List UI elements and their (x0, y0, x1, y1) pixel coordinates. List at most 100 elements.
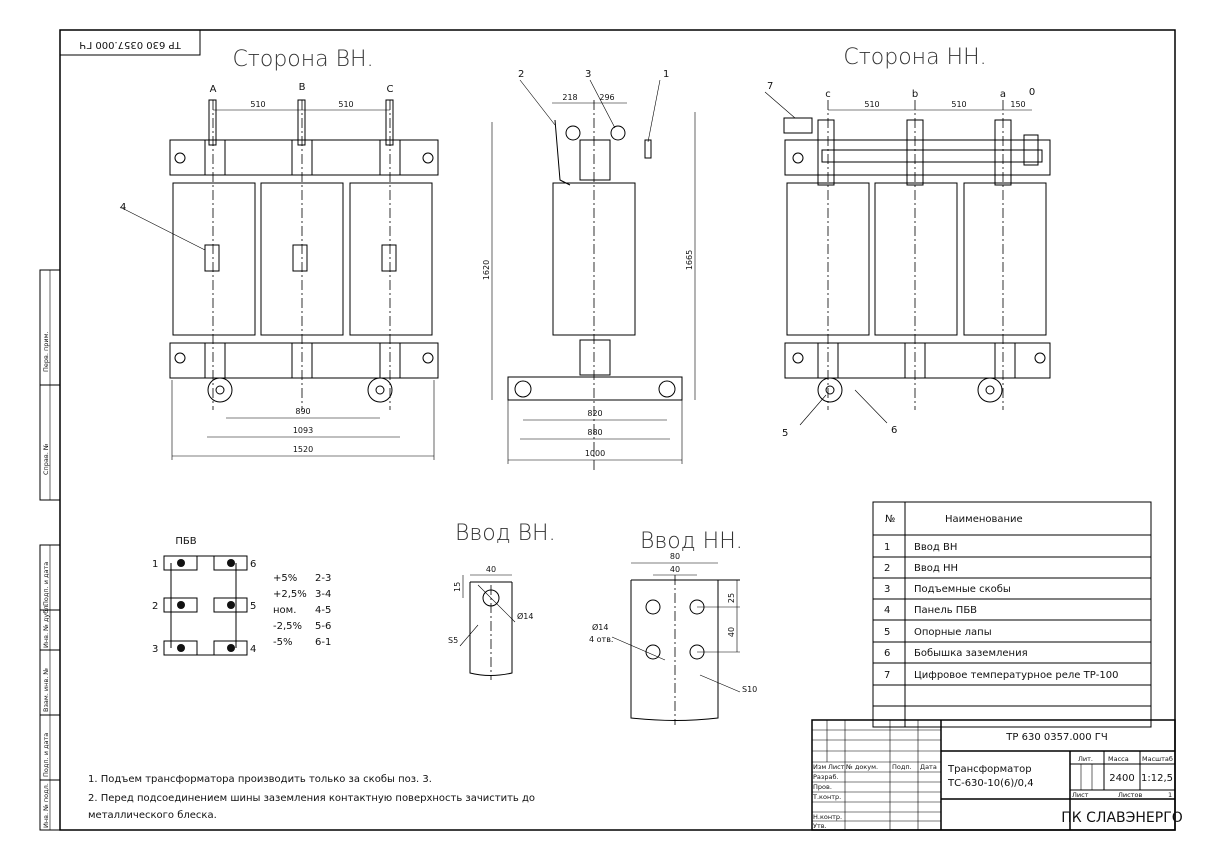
svg-text:1520: 1520 (293, 445, 313, 454)
svg-text:1. Подъем трансформатора произ: 1. Подъем трансформатора производить тол… (88, 774, 432, 785)
svg-text:Цифровое температурное реле ТР: Цифровое температурное реле ТР-100 (914, 670, 1118, 681)
lv-input-detail: Ввод НН. 80 40 25 40 Ø14 4 отв. S10 (589, 529, 757, 725)
strip-label: Инв. № подл. (42, 783, 50, 828)
svg-text:Подъемные скобы: Подъемные скобы (914, 584, 1011, 595)
svg-text:Масса: Масса (1108, 755, 1129, 763)
svg-text:Изм: Изм (813, 763, 826, 771)
svg-text:4-5: 4-5 (315, 605, 331, 616)
svg-text:296: 296 (599, 93, 614, 102)
svg-text:0: 0 (1029, 87, 1035, 98)
svg-text:металлического блеска.: металлического блеска. (88, 810, 217, 821)
svg-text:3-4: 3-4 (315, 589, 331, 600)
callout-3: 3 (585, 69, 591, 80)
svg-text:Лист: Лист (828, 763, 845, 771)
svg-text:1: 1 (152, 559, 158, 570)
company-name: ПК СЛАВЭНЕРГО (1061, 810, 1183, 826)
strip-label: Инв. № дубл. (42, 604, 50, 648)
svg-text:-2,5%: -2,5% (273, 621, 302, 632)
title-block: Изм Лист № докум. Подп. Дата Разраб. Про… (811, 719, 1183, 831)
svg-text:2: 2 (152, 601, 158, 612)
svg-text:Листов: Листов (1118, 791, 1142, 799)
svg-text:820: 820 (587, 409, 602, 418)
svg-text:Ø14: Ø14 (592, 622, 608, 632)
svg-text:A: A (210, 84, 217, 95)
svg-text:+5%: +5% (273, 573, 297, 584)
svg-text:ТР 630 0357.000 ГЧ: ТР 630 0357.000 ГЧ (79, 39, 181, 50)
svg-text:ТС-630-10(6)/0,4: ТС-630-10(6)/0,4 (947, 778, 1034, 789)
strip-label: Справ. № (42, 443, 50, 475)
svg-text:7: 7 (884, 670, 890, 681)
svg-text:510: 510 (864, 100, 879, 109)
svg-text:6: 6 (250, 559, 256, 570)
svg-text:890: 890 (295, 407, 310, 416)
svg-text:80: 80 (670, 552, 680, 561)
svg-text:Трансформатор: Трансформатор (947, 764, 1032, 775)
svg-text:1620: 1620 (482, 260, 491, 280)
svg-text:2400: 2400 (1109, 773, 1134, 784)
svg-text:-5%: -5% (273, 637, 292, 648)
svg-text:1:12,5: 1:12,5 (1141, 773, 1173, 784)
side-view: 218 296 1620 1665 820 880 1000 2 3 1 (482, 69, 696, 470)
svg-text:c: c (825, 89, 831, 100)
svg-text:1665: 1665 (685, 250, 694, 270)
svg-text:4: 4 (884, 605, 890, 616)
svg-text:Панель ПБВ: Панель ПБВ (914, 605, 977, 616)
svg-text:Опорные лапы: Опорные лапы (914, 627, 992, 638)
svg-text:Масштаб: Масштаб (1142, 755, 1173, 763)
svg-text:Н.контр.: Н.контр. (813, 813, 842, 821)
callout-4: 4 (120, 202, 126, 213)
strip-label: Подп. и дата (42, 733, 50, 777)
svg-text:b: b (912, 89, 918, 100)
svg-text:Дата: Дата (920, 763, 937, 771)
document-number: ТР 630 0357.000 ГЧ (1005, 732, 1107, 743)
svg-text:Лист: Лист (1072, 791, 1089, 799)
strip-label: Подп. и дата (42, 562, 50, 606)
svg-text:2: 2 (884, 563, 890, 574)
svg-text:2. Перед подсоединением шины з: 2. Перед подсоединением шины заземления … (88, 793, 535, 804)
svg-text:5: 5 (250, 601, 256, 612)
callout-6: 6 (891, 425, 897, 436)
svg-text:Бобышка заземления: Бобышка заземления (914, 648, 1028, 659)
svg-text:S5: S5 (448, 636, 458, 645)
callout-1: 1 (663, 69, 669, 80)
view-title: Сторона ВН. (232, 47, 373, 72)
svg-text:510: 510 (250, 100, 265, 109)
svg-text:5: 5 (884, 627, 890, 638)
view-title: Сторона НН. (843, 45, 986, 70)
strip-label: Взам. инв. № (42, 668, 50, 712)
hv-side-view: Сторона ВН. A B C 510 510 4 890 1093 (119, 47, 439, 460)
svg-text:Разраб.: Разраб. (813, 773, 839, 781)
svg-text:150: 150 (1010, 100, 1025, 109)
svg-text:№ докум.: № докум. (845, 763, 878, 771)
top-stamp: ТР 630 0357.000 ГЧ (59, 29, 201, 56)
svg-text:6-1: 6-1 (315, 637, 331, 648)
svg-text:510: 510 (951, 100, 966, 109)
svg-text:1000: 1000 (585, 449, 605, 458)
pbv-diagram: ПБВ 1 6 2 5 3 4 +5%2-3 +2,5%3-4 ном.4-5 … (152, 536, 331, 656)
svg-text:ПБВ: ПБВ (175, 536, 196, 547)
notes: 1. Подъем трансформатора производить тол… (88, 774, 535, 821)
svg-text:880: 880 (587, 428, 602, 437)
callout-7: 7 (767, 81, 773, 92)
svg-text:25: 25 (727, 593, 736, 603)
svg-text:Ввод ВН.: Ввод ВН. (455, 521, 556, 546)
svg-text:2-3: 2-3 (315, 573, 331, 584)
svg-text:S10: S10 (742, 685, 757, 694)
svg-text:40: 40 (727, 627, 736, 637)
svg-text:Подп.: Подп. (892, 763, 912, 771)
svg-text:ном.: ном. (273, 605, 296, 616)
callout-2: 2 (518, 69, 524, 80)
svg-text:C: C (387, 84, 394, 95)
svg-text:Ввод ВН: Ввод ВН (914, 542, 957, 553)
svg-text:Т.контр.: Т.контр. (812, 793, 841, 801)
svg-text:3: 3 (884, 584, 890, 595)
svg-text:Ø14: Ø14 (517, 611, 533, 621)
svg-text:+2,5%: +2,5% (273, 589, 307, 600)
svg-text:40: 40 (486, 565, 496, 574)
svg-text:Лит.: Лит. (1078, 755, 1093, 763)
svg-text:5-6: 5-6 (315, 621, 331, 632)
svg-text:1093: 1093 (293, 426, 313, 435)
svg-text:4 отв.: 4 отв. (589, 635, 613, 644)
